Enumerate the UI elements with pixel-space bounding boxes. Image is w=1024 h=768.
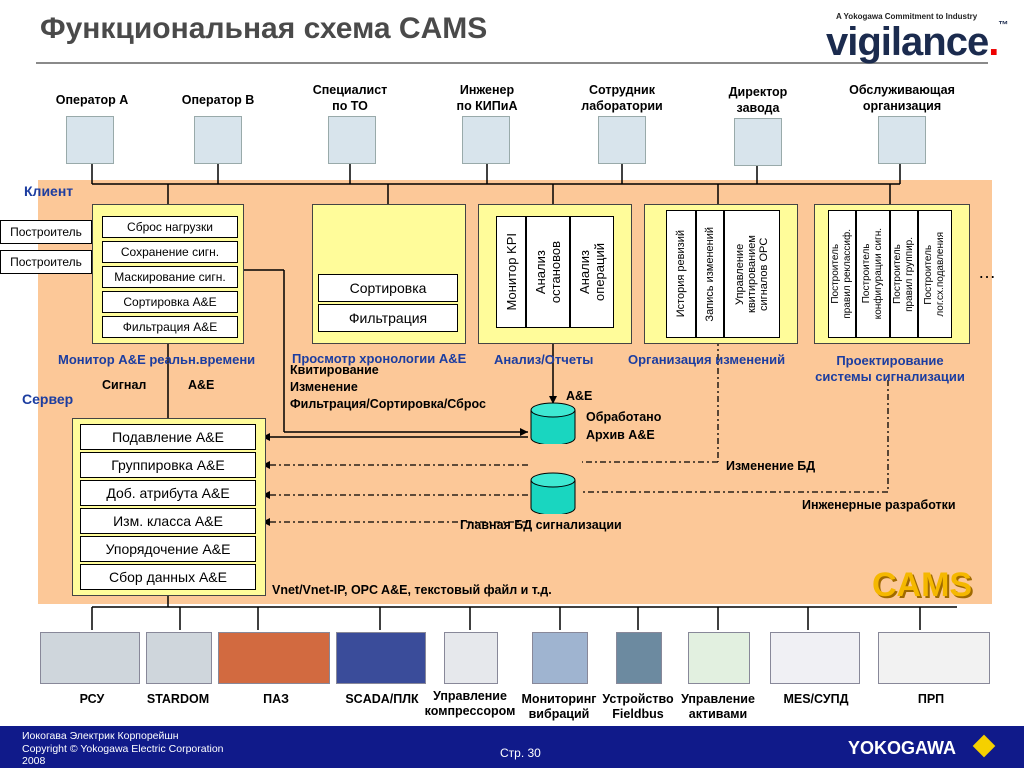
sis-cabinet-icon [218, 632, 330, 684]
equip-label-sis: ПАЗ [263, 692, 289, 706]
mask-alarm-item[interactable]: Маскирование сигн. [102, 266, 238, 288]
grouping-builder-item[interactable]: Построитель правил группир. [890, 210, 918, 338]
design-caption: Проектирование системы сигнализации [815, 353, 965, 384]
footer-company: Иокогава Электрик Корпорейшн Copyright ©… [22, 730, 224, 767]
operator-icon [194, 116, 242, 164]
slide-title: Функциональная схема CAMS [40, 12, 488, 45]
vibration-monitor-icon [532, 632, 588, 684]
archive-label: Обработано Архив A&E [586, 410, 662, 442]
cams-logo: CAMS [872, 566, 973, 604]
analysis-caption: Анализ/Отчеты [494, 352, 594, 367]
filter-ae-item[interactable]: Фильтрация A&E [102, 316, 238, 338]
equip-label-compressor: Управление компрессором [424, 689, 516, 718]
db-ae-label: A&E [566, 389, 593, 403]
suppression-logic-builder-item[interactable]: Построитель лог.сх.подавления [918, 210, 952, 338]
prp-icon [878, 632, 990, 684]
main-db-label: Главная БД сигнализации [460, 518, 622, 532]
sort-item[interactable]: Сортировка [318, 274, 458, 302]
changes-caption: Организация изменений [628, 352, 786, 367]
monitor-caption: Монитор A&E реальн.времени [58, 352, 256, 367]
equip-label-dcs: РСУ [79, 692, 105, 706]
main-db-cylinder [530, 472, 576, 514]
vigilance-logo: vigilance.™ [826, 20, 1008, 64]
fieldbus-device-icon [616, 632, 662, 684]
client-label: Клиент [24, 183, 74, 199]
reclass-builder-item[interactable]: Построитель правил реклассиф. [828, 210, 856, 338]
service-org-icon [878, 116, 926, 164]
role-label-operator-b: Оператор В [181, 93, 255, 107]
server-label: Сервер [22, 391, 74, 407]
bus-text: Vnet/Vnet-IP, OPC A&E, текстовый файл и … [272, 583, 552, 597]
builder-box[interactable]: Построитель [0, 250, 92, 274]
engineer-icon [462, 116, 510, 164]
header-rule [36, 62, 988, 64]
equip-label-fieldbus: Устройство Fieldbus [602, 692, 674, 721]
data-collection-ae-item[interactable]: Сбор данных A&E [80, 564, 256, 590]
save-alarm-item[interactable]: Сохранение сигн. [102, 241, 238, 263]
page-number: Стр. 30 [500, 746, 541, 760]
role-label-operator-a: Оператор А [55, 93, 129, 107]
role-label-service-org: Обслуживающая организация [849, 83, 955, 113]
kpi-monitor-item[interactable]: Монитор KPI [496, 216, 526, 328]
shutdown-analysis-item[interactable]: Анализ остановов [526, 216, 570, 328]
equip-label-vibration: Мониторинг вибраций [521, 692, 597, 721]
stardom-icon [146, 632, 212, 684]
director-icon [734, 118, 782, 166]
ack-operations-text: Квитирование Изменение Фильтрация/Сортир… [290, 363, 486, 411]
sort-ae-item[interactable]: Сортировка A&E [102, 291, 238, 313]
role-label-director: Директор завода [728, 85, 788, 115]
asset-management-icon [688, 632, 750, 684]
grouping-ae-item[interactable]: Группировка A&E [80, 452, 256, 478]
equip-label-asset: Управление активами [681, 692, 755, 721]
filter-item[interactable]: Фильтрация [318, 304, 458, 332]
ordering-ae-item[interactable]: Упорядочение A&E [80, 536, 256, 562]
equip-label-mes: MES/СУПД [783, 692, 849, 706]
equip-label-prp: ПРП [917, 692, 945, 706]
equip-label-stardom: STARDOM [146, 692, 210, 706]
ae-label: A&E [188, 378, 215, 392]
history-caption: Просмотр хронологии A&E [292, 351, 467, 366]
role-label-maintenance: Специалист по ТО [312, 83, 388, 113]
yokogawa-logo: YOKOGAWA [848, 738, 957, 758]
operations-analysis-item[interactable]: Анализ операций [570, 216, 614, 328]
archive-db-cylinder [530, 402, 576, 444]
builder-box[interactable]: Построитель [0, 220, 92, 244]
ellipsis: … [978, 262, 996, 282]
operator-icon [66, 116, 114, 164]
shed-load-item[interactable]: Сброс нагрузки [102, 216, 238, 238]
logo-tagline: A Yokogawa Commitment to Industry [836, 12, 978, 21]
suppression-ae-item[interactable]: Подавление A&E [80, 424, 256, 450]
role-label-lab: Сотрудник лаборатории [581, 83, 663, 113]
role-label-engineer: Инженер по КИПиА [456, 83, 518, 113]
compressor-control-icon [444, 632, 498, 684]
scada-plc-icon [336, 632, 426, 684]
opc-ack-management-item[interactable]: Управление квитированием сигналов OPC [724, 210, 780, 338]
eng-dev-label: Инженерные разработки [802, 498, 956, 512]
signal-label: Сигнал [102, 378, 147, 392]
add-attribute-ae-item[interactable]: Доб. атрибута A&E [80, 480, 256, 506]
class-change-ae-item[interactable]: Изм. класса A&E [80, 508, 256, 534]
mes-icon [770, 632, 860, 684]
alarm-config-builder-item[interactable]: Построитель конфигурации сигн. [856, 210, 890, 338]
lab-worker-icon [598, 116, 646, 164]
revision-history-item[interactable]: История ревизий [666, 210, 696, 338]
change-record-item[interactable]: Запись изменений [696, 210, 724, 338]
footer-bar [0, 726, 1024, 768]
dcs-console-icon [40, 632, 140, 684]
db-change-label: Изменение БД [726, 459, 816, 473]
maintenance-specialist-icon [328, 116, 376, 164]
equip-label-scada: SCADA/ПЛК [345, 692, 419, 706]
